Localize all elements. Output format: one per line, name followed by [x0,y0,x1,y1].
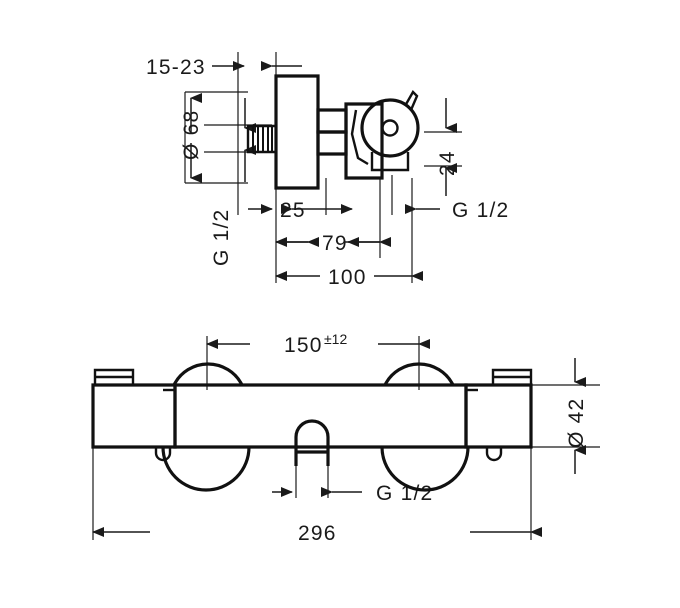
dim-label-150-tolerance: ±12 [324,331,347,347]
dim-label-diameter-42: Ø 42 [565,398,588,448]
dim-label-15-23: 15-23 [146,56,206,79]
dim-label-g-half-right: G 1/2 [452,199,509,222]
right-body-section [464,383,533,449]
dim-label-diameter-68: Ø 68 [180,110,203,160]
dim-150: 150 ±12 [206,331,430,357]
foot-nub-right [485,447,503,462]
dim-label-25: 25 [280,199,306,222]
handle-dome-left-bottom [161,446,251,492]
handle-dome-left-top [172,362,244,386]
dim-label-296: 296 [298,522,337,545]
front-elevation-view: 150 ±12 Ø 42 G 1/2 296 [91,331,600,545]
side-section-view: 15-23 Ø 68 G 1/2 [146,52,509,289]
dim-296: 296 [92,522,542,545]
dim-label-g-half-outlet: G 1/2 [376,482,433,505]
dim-25: 25 [248,199,353,222]
handle-dome-right-top [383,362,455,386]
center-outlet [294,419,330,466]
dim-15-23: 15-23 [146,56,302,79]
union-nut [316,108,348,156]
thread-hatching [252,127,273,151]
wall-flange-body [246,74,320,190]
dim-79: 79 [275,232,391,255]
valve-body-block [344,102,384,180]
dim-g-half-left: G 1/2 [210,209,233,266]
dim-diameter-42: Ø 42 [565,358,588,474]
dim-label-100: 100 [328,266,367,289]
dim-diameter-68: Ø 68 [180,93,203,183]
dim-label-79: 79 [322,232,348,255]
dim-g-half-outlet: G 1/2 [272,482,433,505]
dim-label-g-half-left: G 1/2 [210,209,233,266]
foot-nub-left [154,447,172,462]
left-body-section [91,383,177,449]
center-body [173,383,468,449]
dim-24: 24 [436,98,459,196]
dim-label-150: 150 [284,334,323,357]
left-end-cap [93,368,135,387]
right-end-cap [491,368,533,387]
dim-g-half-right: G 1/2 [405,199,509,222]
valve-head-circle [360,90,420,172]
dim-label-24: 24 [436,150,459,176]
handle-dome-right-bottom [380,446,470,492]
bottom-view-extension-lines [92,336,600,540]
dim-100: 100 [275,266,423,289]
